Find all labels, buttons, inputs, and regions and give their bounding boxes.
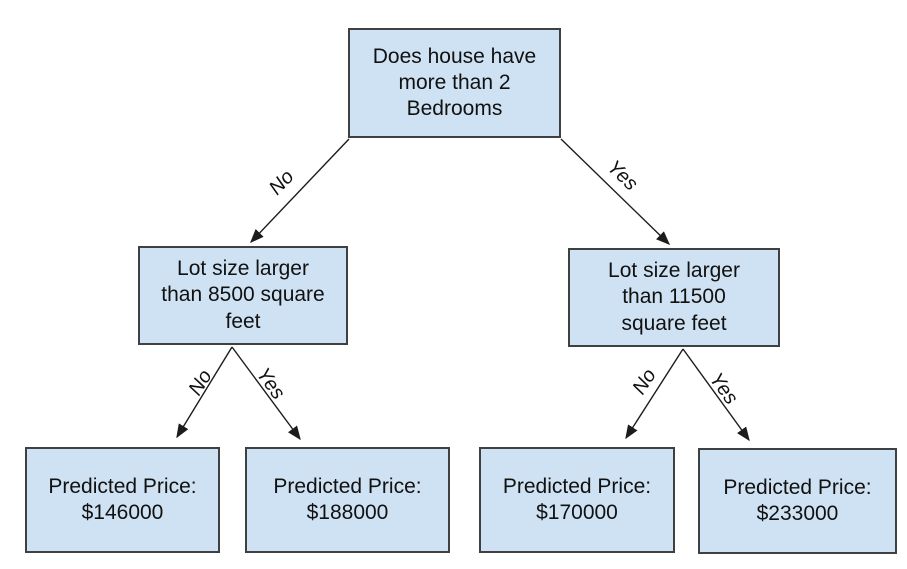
node-leaf-price-233000: Predicted Price: $233000 bbox=[698, 448, 897, 554]
edge-right-yes-arrow bbox=[682, 348, 750, 442]
node-root-question: Does house have more than 2 Bedrooms bbox=[348, 28, 561, 138]
edge-left-no-arrow bbox=[176, 346, 233, 439]
edge-root-no-arrow bbox=[250, 138, 350, 244]
node-leaf-price-170000: Predicted Price: $170000 bbox=[479, 447, 675, 553]
node-right-decision: Lot size larger than 11500 square feet bbox=[568, 248, 780, 347]
node-left-decision: Lot size larger than 8500 square feet bbox=[138, 246, 348, 345]
edge-root-yes-arrow bbox=[560, 138, 671, 245]
node-leaf-price-188000: Predicted Price: $188000 bbox=[245, 447, 450, 553]
edge-right-no-arrow bbox=[625, 348, 684, 440]
node-leaf-price-146000: Predicted Price: $146000 bbox=[25, 447, 220, 553]
edge-left-yes-arrow bbox=[231, 346, 301, 441]
